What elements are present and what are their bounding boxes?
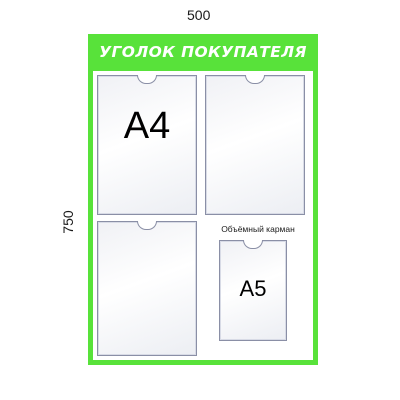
information-stand: УГОЛОК ПОКУПАТЕЛЯ A4 Объёмный карман A5 bbox=[88, 34, 318, 365]
pocket-notch bbox=[243, 240, 263, 249]
stand-header: УГОЛОК ПОКУПАТЕЛЯ bbox=[88, 34, 318, 70]
pocket-a5-volume: A5 bbox=[219, 240, 287, 341]
pocket-notch bbox=[137, 75, 157, 84]
stand-panel: A4 Объёмный карман A5 bbox=[93, 71, 313, 360]
height-dimension-label: 750 bbox=[60, 210, 76, 234]
pocket-notch bbox=[137, 221, 157, 230]
pocket-a4-top-left: A4 bbox=[97, 75, 197, 215]
volume-pocket-caption: Объёмный карман bbox=[221, 224, 295, 234]
width-dimension-label: 500 bbox=[187, 7, 211, 23]
stand-title: УГОЛОК ПОКУПАТЕЛЯ bbox=[99, 43, 307, 61]
pocket-size-label: A5 bbox=[239, 276, 267, 301]
pocket-notch bbox=[245, 75, 265, 84]
pocket-size-label: A4 bbox=[123, 105, 171, 147]
pocket-a4-bottom-left bbox=[97, 221, 197, 356]
pocket-a4-top-right bbox=[205, 75, 305, 215]
